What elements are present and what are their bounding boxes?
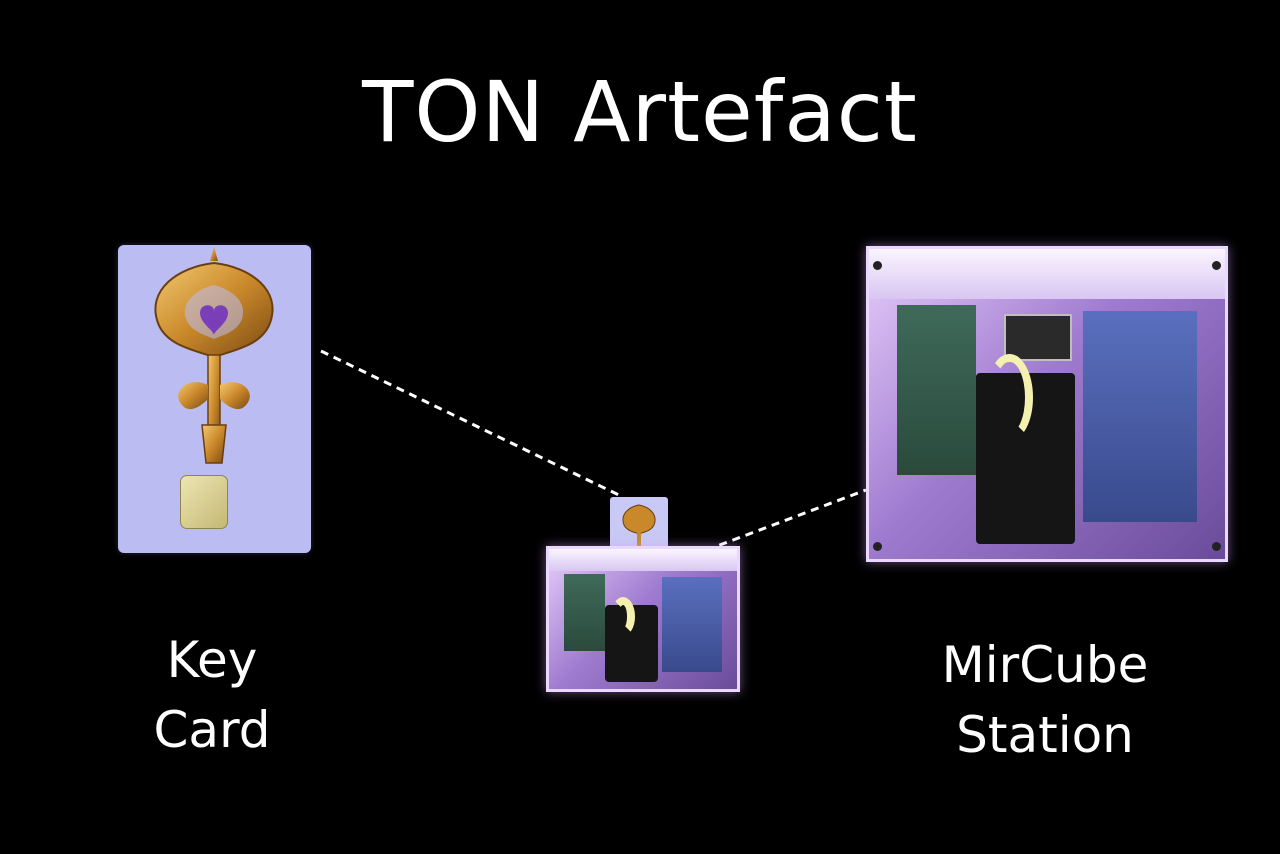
station-label-line2: Station bbox=[956, 706, 1134, 764]
key-icon bbox=[154, 247, 274, 464]
chip-icon bbox=[180, 475, 228, 529]
circuit-board bbox=[1082, 311, 1197, 522]
screw bbox=[1212, 261, 1221, 270]
circuit-board bbox=[661, 577, 722, 673]
circuit-board bbox=[564, 574, 606, 652]
mini-key-icon bbox=[622, 504, 656, 551]
key-card-image bbox=[118, 245, 311, 553]
screw bbox=[873, 542, 882, 551]
screw bbox=[873, 261, 882, 270]
screw bbox=[1212, 542, 1221, 551]
key-card-label-line1: Key bbox=[166, 631, 258, 689]
key-card-label-line2: Card bbox=[153, 701, 271, 759]
cube-image-small bbox=[546, 546, 740, 692]
link-line-card bbox=[320, 349, 624, 499]
cable-loop bbox=[611, 596, 636, 636]
station-label-line1: MirCube bbox=[941, 636, 1149, 694]
cable-loop bbox=[986, 354, 1033, 442]
ethernet-port bbox=[1004, 314, 1073, 362]
cube-top bbox=[549, 549, 737, 572]
station-label: MirCube Station bbox=[905, 630, 1185, 770]
key-card-label: Key Card bbox=[112, 625, 312, 765]
page-title: TON Artefact bbox=[362, 63, 918, 161]
cube-image-large bbox=[866, 246, 1228, 562]
cube-top bbox=[869, 249, 1225, 299]
circuit-board bbox=[897, 304, 976, 476]
